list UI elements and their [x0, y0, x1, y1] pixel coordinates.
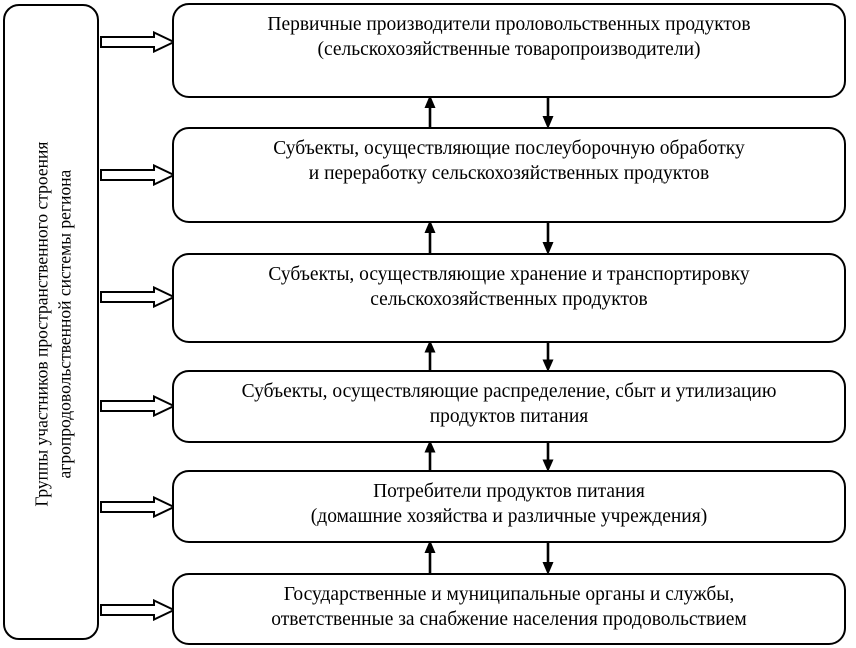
upward-flow-arrow-2 [421, 220, 439, 255]
flow-box-government-bodies-label: Государственные и муниципальные органы и… [174, 575, 844, 632]
flow-box-3-line-1: Субъекты, осуществляющие хранение и тран… [268, 264, 750, 285]
flow-box-6-line-1: Государственные и муниципальные органы и… [283, 584, 735, 605]
flow-box-storage-transport[interactable]: Субъекты, осуществляющие хранение и тран… [172, 253, 846, 343]
flow-box-food-consumers-label: Потребители продуктов питания (домашние … [174, 472, 844, 529]
flow-box-government-bodies[interactable]: Государственные и муниципальные органы и… [172, 573, 846, 645]
flow-box-distribution-sales-utilization-label: Субъекты, осуществляющие распределение, … [174, 372, 844, 429]
flow-box-storage-transport-label: Субъекты, осуществляющие хранение и тран… [174, 255, 844, 312]
flow-box-3-line-2: сельскохозяйственных продуктов [370, 288, 648, 310]
flow-box-primary-producers[interactable]: Первичные производители проловольственны… [172, 3, 846, 98]
group-link-block-arrow-3 [100, 286, 176, 308]
flow-box-2-line-1: Субъекты, осуществляющие послеуборочную … [273, 138, 745, 159]
flow-box-food-consumers[interactable]: Потребители продуктов питания (домашние … [172, 470, 846, 543]
downward-flow-arrow-3 [539, 340, 557, 372]
flow-box-1-line-1: Первичные производители проловольственны… [267, 14, 751, 35]
downward-flow-arrow-5 [539, 540, 557, 575]
upward-flow-arrow-1 [421, 95, 439, 129]
upward-flow-arrow-3 [421, 340, 439, 372]
flow-box-4-line-2: продуктов питания [429, 405, 589, 427]
flow-box-distribution-sales-utilization[interactable]: Субъекты, осуществляющие распределение, … [172, 370, 846, 443]
flow-box-5-line-1: Потребители продуктов питания [373, 481, 645, 502]
flow-box-5-line-2: (домашние хозяйства и различные учрежден… [310, 505, 708, 527]
upward-flow-arrow-4 [421, 440, 439, 472]
group-link-block-arrow-5 [100, 496, 176, 518]
group-link-block-arrow-6 [100, 599, 176, 621]
downward-flow-arrow-2 [539, 220, 557, 255]
flow-box-post-harvest-processing-label: Субъекты, осуществляющие послеуборочную … [174, 129, 844, 186]
flow-box-6-line-2: ответственные за снабжение населения про… [271, 608, 747, 630]
downward-flow-arrow-4 [539, 440, 557, 472]
group-link-block-arrow-4 [100, 395, 176, 417]
groups-title-panel: Группы участников пространственного стро… [3, 4, 99, 640]
downward-flow-arrow-1 [539, 95, 557, 129]
flow-box-4-line-1: Субъекты, осуществляющие распределение, … [241, 381, 777, 402]
group-link-block-arrow-2 [100, 164, 176, 186]
flow-box-post-harvest-processing[interactable]: Субъекты, осуществляющие послеуборочную … [172, 127, 846, 223]
flow-box-primary-producers-label: Первичные производители проловольственны… [174, 5, 844, 62]
group-link-block-arrow-1 [100, 31, 176, 53]
flow-box-1-line-2: (сельскохозяйственные товаропроизводител… [317, 38, 701, 60]
flow-box-2-line-2: и переработку сельскохозяйственных проду… [308, 162, 710, 184]
upward-flow-arrow-5 [421, 540, 439, 575]
